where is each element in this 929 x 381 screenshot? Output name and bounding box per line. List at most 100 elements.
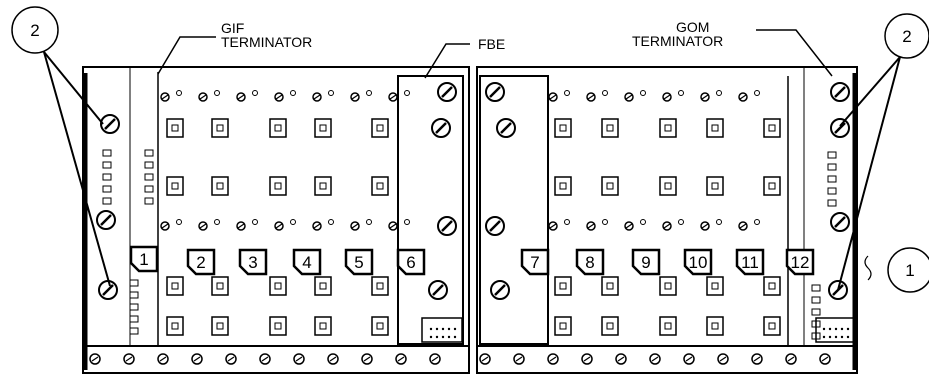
small-screw bbox=[274, 92, 284, 102]
small-screw bbox=[160, 221, 170, 231]
captive-screw bbox=[98, 280, 118, 300]
small-screw bbox=[312, 221, 322, 231]
gom-terminator-label-line2: TERMINATOR bbox=[632, 33, 723, 49]
indicator-led bbox=[144, 149, 154, 157]
rail-screw bbox=[395, 353, 407, 365]
connector-pad bbox=[601, 176, 619, 196]
small-screw bbox=[236, 92, 246, 102]
indicator-led bbox=[102, 173, 112, 181]
connector-pad bbox=[371, 176, 389, 196]
indicator-led bbox=[129, 279, 139, 287]
small-screw bbox=[700, 92, 710, 102]
slot-tab-1: 1 bbox=[129, 245, 159, 273]
slot-tab-10: 10 bbox=[683, 248, 713, 276]
indicator-led bbox=[129, 303, 139, 311]
gif-leader-line bbox=[157, 36, 216, 75]
fbe-board-left bbox=[397, 75, 464, 345]
left-shelf bbox=[82, 66, 470, 374]
captive-screw bbox=[437, 216, 457, 236]
callout-top-left: 2 bbox=[11, 6, 111, 287]
connector-pad bbox=[763, 316, 781, 336]
indicator-led bbox=[827, 175, 837, 183]
connector-pad bbox=[269, 176, 287, 196]
small-screw bbox=[548, 92, 558, 102]
small-screw bbox=[274, 221, 284, 231]
connector-pad bbox=[269, 316, 287, 336]
rail-screw bbox=[751, 353, 763, 365]
connector-pad bbox=[554, 316, 572, 336]
fbe-leader-line bbox=[424, 43, 470, 79]
slot-tab-5: 5 bbox=[344, 248, 374, 276]
gom-leader-line bbox=[756, 29, 833, 77]
captive-screw bbox=[830, 118, 850, 138]
connector-pad bbox=[166, 118, 184, 138]
small-screw bbox=[738, 221, 748, 231]
captive-screw bbox=[830, 212, 850, 232]
connector-pad bbox=[554, 118, 572, 138]
connector-pad bbox=[211, 118, 229, 138]
connector-pad bbox=[166, 176, 184, 196]
indicator-led bbox=[144, 173, 154, 181]
connector-pad bbox=[314, 316, 332, 336]
connector-pad bbox=[269, 276, 287, 296]
slot-tab-7: 7 bbox=[520, 248, 550, 276]
connector-pad bbox=[166, 276, 184, 296]
slot-tab-4: 4 bbox=[292, 248, 322, 276]
rail-screw bbox=[225, 353, 237, 365]
rail-screw bbox=[581, 353, 593, 365]
rail-screw bbox=[123, 353, 135, 365]
callout-right-number: 1 bbox=[905, 261, 914, 280]
connector-pad bbox=[371, 276, 389, 296]
indicator-led bbox=[102, 149, 112, 157]
rail-screw bbox=[89, 353, 101, 365]
connector-pad bbox=[659, 118, 677, 138]
small-screw bbox=[700, 221, 710, 231]
connector-pad bbox=[211, 276, 229, 296]
slot-number: 12 bbox=[791, 253, 810, 272]
connector-pad bbox=[211, 316, 229, 336]
captive-screw bbox=[830, 82, 850, 102]
small-screw bbox=[624, 92, 634, 102]
rail-screw bbox=[615, 353, 627, 365]
connector-pad bbox=[763, 118, 781, 138]
slot-number: 3 bbox=[248, 253, 257, 272]
small-screw bbox=[662, 92, 672, 102]
slot-number: 6 bbox=[406, 253, 415, 272]
slot-number: 10 bbox=[689, 253, 708, 272]
small-screw bbox=[388, 221, 398, 231]
callout-right: 1 bbox=[864, 247, 929, 293]
gif-terminator-label-line2: TERMINATOR bbox=[221, 34, 312, 50]
slot-tab-6: 6 bbox=[396, 248, 426, 276]
small-screw bbox=[388, 92, 398, 102]
captive-screw bbox=[437, 82, 457, 102]
small-screw bbox=[350, 92, 360, 102]
captive-screw bbox=[431, 118, 451, 138]
indicator-led bbox=[129, 327, 139, 335]
indicator-led bbox=[811, 296, 821, 304]
connector-pad bbox=[601, 118, 619, 138]
indicator-led bbox=[129, 315, 139, 323]
small-screw bbox=[312, 92, 322, 102]
captive-screw bbox=[485, 216, 505, 236]
connector-pad bbox=[314, 276, 332, 296]
connector-pad bbox=[314, 176, 332, 196]
slot-number: 2 bbox=[196, 253, 205, 272]
connector-pad bbox=[269, 118, 287, 138]
connector-pad bbox=[706, 176, 724, 196]
connector-pad bbox=[601, 276, 619, 296]
indicator-led bbox=[827, 187, 837, 195]
rail-screw bbox=[293, 353, 305, 365]
captive-screw bbox=[485, 82, 505, 102]
indicator-led bbox=[102, 161, 112, 169]
slot-number: 5 bbox=[354, 253, 363, 272]
hardware-group bbox=[89, 82, 850, 365]
slot-number: 9 bbox=[641, 253, 650, 272]
slot-tab-12: 12 bbox=[785, 248, 815, 276]
connector-pad bbox=[554, 176, 572, 196]
connector-pad bbox=[706, 276, 724, 296]
indicator-led bbox=[811, 332, 821, 340]
rail-screw bbox=[513, 353, 525, 365]
indicator-led bbox=[144, 197, 154, 205]
callout-top-left-number: 2 bbox=[30, 21, 39, 40]
